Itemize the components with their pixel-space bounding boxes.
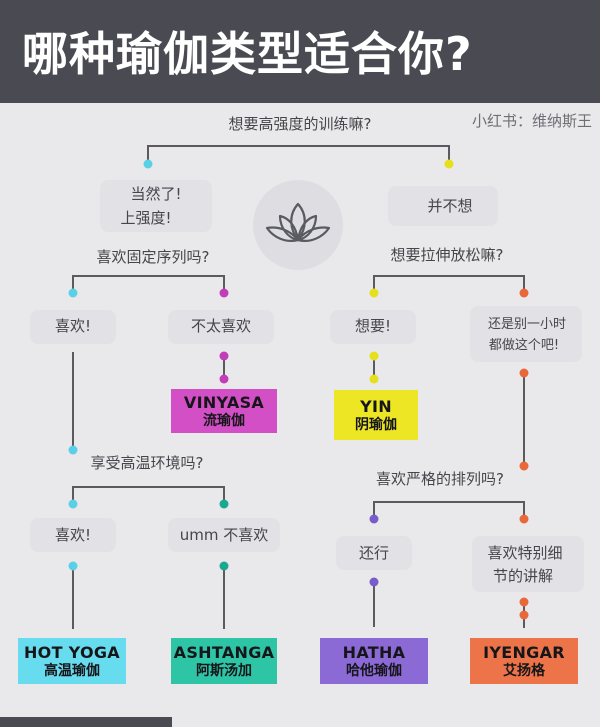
answer-q1-no: 并不想 <box>427 197 473 215</box>
lotus-icon <box>253 180 343 270</box>
node-dot <box>519 461 529 471</box>
node-dot <box>519 368 529 378</box>
answer-q3-no-line1: 还是别一小时 <box>487 317 567 332</box>
answer-q4-yes: 喜欢! <box>54 526 92 544</box>
answer-bubble <box>30 518 116 552</box>
result-hatha-cn: 哈他瑜伽 <box>346 662 402 679</box>
node-dot <box>369 374 379 384</box>
connector-q1 <box>147 145 450 164</box>
answer-bubble <box>100 180 212 232</box>
answer-bubble <box>470 306 582 362</box>
question-alignment: 喜欢严格的排列吗? <box>376 470 504 488</box>
result-hatha-en: HATHA <box>342 642 406 662</box>
answer-q3-no-line2: 都做这个吧! <box>488 338 560 353</box>
result-hot-yoga: HOT YOGA 高温瑜伽 <box>18 638 126 684</box>
node-dot <box>369 577 379 587</box>
node-dot <box>519 288 529 298</box>
page-title: 哪种瑜伽类型适合你? <box>22 27 473 81</box>
node-dot <box>519 597 529 607</box>
result-yin-en: YIN <box>360 396 392 416</box>
connector-q5 <box>373 501 525 519</box>
node-dot <box>369 351 379 361</box>
node-dot <box>369 288 379 298</box>
node-dot <box>219 499 229 509</box>
node-dot <box>143 159 153 169</box>
answer-bubble <box>168 518 280 552</box>
node-dot <box>519 610 529 620</box>
node-dot <box>68 445 78 455</box>
footer-bar <box>0 717 172 727</box>
node-dot <box>219 351 229 361</box>
question-stretch: 想要拉伸放松嘛? <box>390 246 504 264</box>
node-dot <box>219 374 229 384</box>
question-fixed-sequence: 喜欢固定序列吗? <box>96 248 210 266</box>
node-dot <box>68 288 78 298</box>
result-iyengar: IYENGAR 艾扬格 <box>470 638 578 684</box>
result-yin: YIN 阴瑜伽 <box>334 390 418 440</box>
watermark: 小红书：维纳斯王 <box>472 112 593 130</box>
result-vinyasa: VINYASA 流瑜伽 <box>171 389 277 433</box>
header-banner <box>0 0 600 103</box>
answer-q1-yes-line2: 上强度! <box>120 209 172 227</box>
node-dot <box>444 159 454 169</box>
connector-q2 <box>72 275 225 293</box>
answer-q5-yes: 还行 <box>358 544 390 562</box>
node-dot <box>219 561 229 571</box>
answer-bubble <box>388 186 498 226</box>
answer-bubble <box>168 310 274 344</box>
result-hot-yoga-cn: 高温瑜伽 <box>44 662 100 679</box>
result-iyengar-en: IYENGAR <box>483 642 565 662</box>
result-hot-yoga-en: HOT YOGA <box>23 642 120 662</box>
answer-q4-no: umm 不喜欢 <box>179 526 269 544</box>
answer-bubble <box>30 310 116 344</box>
result-iyengar-cn: 艾扬格 <box>503 662 545 679</box>
result-hatha: HATHA 哈他瑜伽 <box>320 638 428 684</box>
answer-bubble <box>330 310 416 344</box>
result-ashtanga-cn: 阿斯汤加 <box>196 662 252 679</box>
answer-q3-yes: 想要! <box>354 317 392 335</box>
answer-bubble <box>336 536 412 570</box>
result-vinyasa-cn: 流瑜伽 <box>203 412 245 429</box>
result-ashtanga-en: ASHTANGA <box>173 642 275 662</box>
node-dot <box>68 561 78 571</box>
question-intensity: 想要高强度的训练嘛? <box>228 115 372 133</box>
connector-q4 <box>72 486 225 504</box>
result-ashtanga: ASHTANGA 阿斯汤加 <box>171 638 277 684</box>
node-dot <box>519 514 529 524</box>
node-dot <box>219 288 229 298</box>
answer-bubble <box>472 536 584 592</box>
answer-q5-no-line2: 节的讲解 <box>492 567 554 585</box>
answer-q2-yes: 喜欢! <box>54 317 92 335</box>
node-dot <box>369 514 379 524</box>
node-dot <box>68 499 78 509</box>
result-yin-cn: 阴瑜伽 <box>355 416 397 433</box>
answer-q5-no-line1: 喜欢特别细 <box>487 544 563 562</box>
connector-q3 <box>373 275 525 293</box>
answer-q2-no: 不太喜欢 <box>190 317 252 335</box>
result-vinyasa-en: VINYASA <box>183 392 265 412</box>
question-heat: 享受高温环境吗? <box>90 454 204 472</box>
answer-q1-yes-line1: 当然了! <box>130 185 182 203</box>
